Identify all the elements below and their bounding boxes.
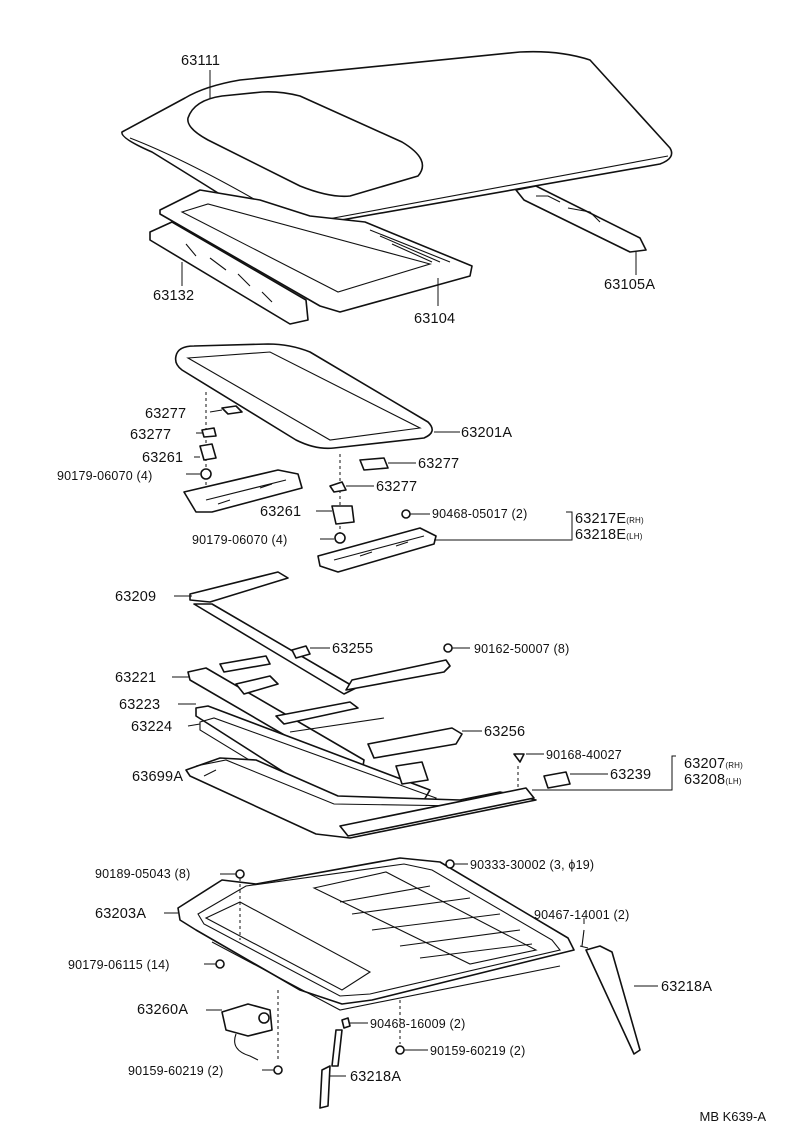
- label-plug: 90333-30002 (3, ϕ19): [470, 858, 595, 872]
- label-seal-b: 63224: [131, 719, 173, 735]
- label-seal-a: 63223: [119, 697, 161, 713]
- guide-lh-side: (LH): [626, 532, 643, 541]
- small-parts: [235, 675, 385, 733]
- roof-panel: [121, 50, 673, 246]
- sunroof-housing: [177, 857, 575, 1011]
- label-guide-lh: 63218E(LH): [575, 527, 643, 545]
- label-clip-c: 63277: [418, 456, 460, 472]
- label-screw-8: 90162-50007 (8): [474, 642, 570, 656]
- label-drip-seal: 63699A: [132, 769, 184, 785]
- label-block: 63239: [610, 767, 652, 783]
- label-nut-14: 90179-06115 (14): [68, 958, 170, 972]
- link-bracket: [219, 645, 311, 673]
- label-deflector: 63209: [115, 589, 157, 605]
- guide-rh-side: (RH): [626, 516, 644, 525]
- roof-rear-support: [149, 221, 309, 325]
- label-roof-panel: 63111: [181, 53, 221, 69]
- rails: [339, 753, 571, 837]
- label-rail-lh: 63208(LH): [684, 772, 742, 790]
- seals: [185, 705, 537, 839]
- label-link-bracket: 63255: [332, 641, 374, 657]
- glass-panel: [174, 343, 433, 450]
- label-rail-rh: 63207(RH): [684, 756, 743, 774]
- label-drain-hose-left: 63218A: [350, 1069, 402, 1085]
- label-bracket-left: 63261: [142, 450, 184, 466]
- label-clamp: 90467-14001 (2): [534, 908, 630, 922]
- label-glass-panel: 63201A: [461, 425, 513, 441]
- label-cable-guide: 63256: [484, 724, 526, 740]
- brackets: [199, 443, 355, 544]
- label-screw-60219-left: 90159-60219 (2): [128, 1064, 224, 1078]
- rail-rh-side: (RH): [725, 761, 744, 770]
- rail-rh-number: 63207: [684, 756, 726, 772]
- label-nut-right: 90179-06070 (4): [192, 533, 288, 547]
- label-nut-left: 90179-06070 (4): [57, 469, 153, 483]
- label-screw-16009: 90468-16009 (2): [370, 1017, 466, 1031]
- label-roof-rear-support: 63132: [153, 288, 195, 304]
- label-motor: 63260A: [137, 1002, 189, 1018]
- roof-side-rail: [515, 185, 647, 253]
- label-bolt: 90168-40027: [546, 748, 622, 762]
- rail-lh-number: 63208: [684, 772, 726, 788]
- label-nut-8: 90189-05043 (8): [95, 867, 191, 881]
- motor: [221, 1003, 273, 1061]
- rail-lh-side: (LH): [725, 777, 742, 786]
- label-bracket-right: 63261: [260, 504, 302, 520]
- guide-rh-number: 63217E: [575, 511, 627, 527]
- label-clip-b: 63277: [130, 427, 172, 443]
- wind-deflector: [189, 571, 451, 695]
- label-guide-rh: 63217E(RH): [575, 511, 644, 529]
- label-screw-top: 90468-05017 (2): [432, 507, 528, 521]
- label-clip-d: 63277: [376, 479, 418, 495]
- cable-guide: [367, 727, 463, 785]
- label-screw-60219-right: 90159-60219 (2): [430, 1044, 526, 1058]
- label-drain-hose-right: 63218A: [661, 979, 713, 995]
- label-housing: 63203A: [95, 906, 147, 922]
- clips: [201, 405, 389, 493]
- label-clip-a: 63277: [145, 406, 187, 422]
- guide-lh-number: 63218E: [575, 527, 627, 543]
- label-weatherstrip: 63221: [115, 670, 157, 686]
- label-sunroof-frame: 63104: [414, 311, 456, 327]
- diagram-reference-code: MB K639-A: [699, 1109, 766, 1124]
- left-guide: [183, 469, 303, 513]
- sunroof-frame: [159, 189, 473, 313]
- right-guide: [317, 509, 437, 573]
- label-roof-side-rail: 63105A: [604, 277, 656, 293]
